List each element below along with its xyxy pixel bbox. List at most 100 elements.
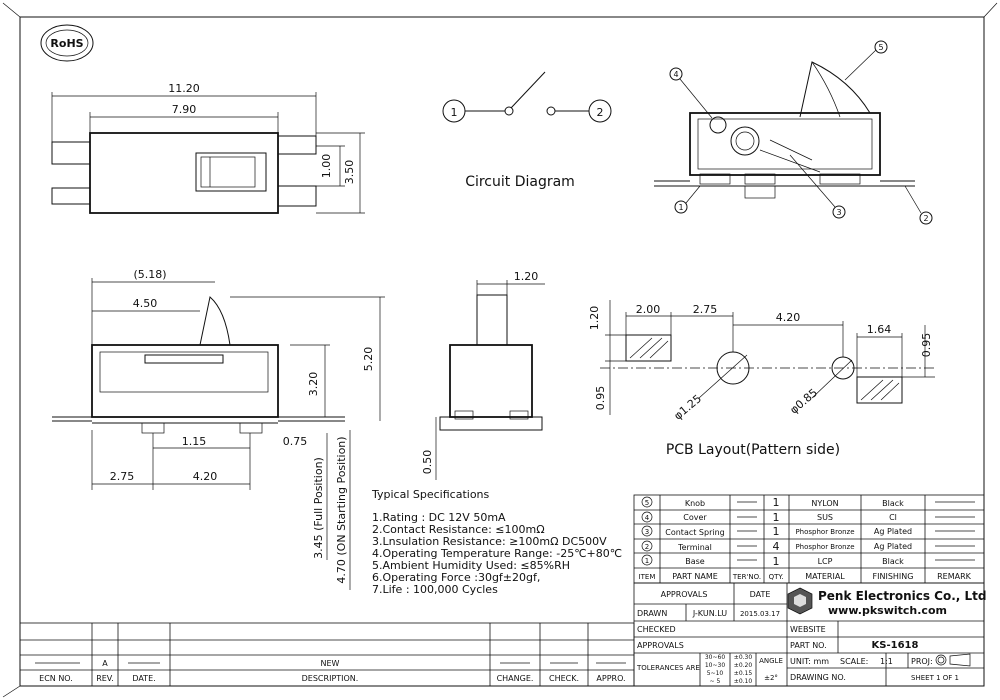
dim-pcb-420: 4.20 [776,311,801,324]
dim-pcb-085: φ0.85 [787,386,820,416]
bom-header-part: PART NAME [672,572,718,581]
spec-line: 5.Ambient Humidity Used: ≤85%RH [372,559,570,572]
bom-finish: Black [882,499,904,508]
bom-header-remark: REMARK [937,572,972,581]
spec-line: 7.Life : 100,000 Cycles [372,583,498,596]
bom-finish: Cl [889,513,897,522]
tb-proj: PROJ: [911,657,933,666]
specs-title: Typical Specifications [371,488,490,501]
dim-pcb-095b: 0.95 [594,386,607,411]
bom-material: SUS [817,513,833,522]
spec-line: 2.Contact Resistance: ≤100mΩ [372,523,545,536]
rev-header-rev: REV. [96,674,114,683]
dim-side-420: 4.20 [193,470,218,483]
dim-pcb-200: 2.00 [636,303,661,316]
bom-finish: Ag Plated [874,527,912,536]
bom-finish: Ag Plated [874,542,912,551]
bom-header-material: MATERIAL [805,572,845,581]
callout-4: 4 [673,70,678,79]
bom-material: LCP [818,557,833,566]
bom-qty: 1 [773,511,780,524]
dim-pcb-125: φ1.25 [671,392,704,422]
bom-qty: 1 [773,525,780,538]
rev-header-description: DESCRIPTION. [302,674,359,683]
circuit-diagram-label: Circuit Diagram [465,174,575,190]
bom-table: 5 Knob 1 NYLON Black 4 Cover 1 SUS Cl 3 … [633,494,985,584]
revision-table: A NEW ECN NO. REV. DATE. DESCRIPTION. CH… [19,622,635,687]
tb-date: DATE [750,590,771,599]
tb-website-url: www.pkswitch.com [828,604,947,617]
callout-3: 3 [836,208,841,217]
circuit-term-2: 2 [597,106,604,119]
tb-part-no-label: PART NO. [790,641,827,650]
callout-2: 2 [923,214,928,223]
dim-side-518: (5.18) [133,268,166,281]
tb-tol-range: 30~60 [705,654,725,661]
tb-tol-range: ~ 5 [710,678,721,685]
dim-side-075: 0.75 [283,435,308,448]
projection-symbol-icon [935,653,971,667]
tb-drawn-by: J-KUN.LU [692,609,727,618]
bom-item: 5 [645,499,649,507]
tb-sheet: SHEET 1 OF 1 [911,674,959,682]
tb-drawn: DRAWN [637,609,667,618]
dim-end-050: 0.50 [421,450,434,475]
dim-top-body: 7.90 [172,103,197,116]
dim-top-knob: 1.00 [320,154,333,179]
tb-website-label: WEBSITE [790,625,826,634]
bom-qty: 1 [773,555,780,568]
rev-header-check: CHECK. [549,674,579,683]
pcb-layout-label: PCB Layout(Pattern side) [666,442,840,458]
spec-line: 1.Rating : DC 12V 50mA [372,511,506,524]
dim-top-total: 11.20 [168,82,200,95]
tb-angle-val: ±2° [764,674,778,682]
rohs-text: RoHS [50,37,83,50]
tb-approvals-2: APPROVALS [637,641,684,650]
rev-header-ecn: ECN NO. [39,674,73,683]
bom-item: 4 [645,514,650,522]
dim-end-120: 1.20 [514,270,539,283]
rev-description: NEW [321,659,340,668]
top-view: 11.20 7.90 1.00 3.50 [51,82,365,214]
dim-side-320: 3.20 [307,372,320,397]
tb-unit: UNIT: mm [790,657,829,666]
dim-pcb-120: 1.20 [588,306,601,331]
dim-side-520: 5.20 [362,347,375,372]
bom-material: Phosphor Bronze [795,528,854,536]
bom-item: 1 [645,557,649,565]
penk-logo-icon [787,587,813,615]
specifications: Typical Specifications 1.Rating : DC 12V… [371,488,622,596]
spec-line: 3.Lnsulation Resistance: ≥100mΩ DC500V [372,535,607,548]
tb-tolerances: TOLERANCES ARE [636,664,700,672]
tb-tol-range: 5~10 [707,670,724,677]
tb-scale: SCALE: [840,657,868,666]
spec-line: 6.Operating Force :30gf±20gf, [372,571,540,584]
rohs-logo: RoHS [40,24,94,62]
bom-part: Knob [685,499,705,508]
tb-company: Penk Electronics Co., Ltd [818,589,987,603]
tb-angle: ANGLE [759,657,783,665]
tb-checked: CHECKED [637,625,676,634]
bom-material: Phosphor Bronze [795,543,854,551]
dim-top-height: 3.50 [343,160,356,185]
tb-tol-value: ±0.15 [734,670,753,677]
tb-tol-value: ±0.10 [734,678,753,685]
dim-pcb-164: 1.64 [867,323,892,336]
tb-tol-value: ±0.30 [734,654,753,661]
dim-pcb-095a: 0.95 [920,333,933,358]
bom-part: Contact Spring [665,528,724,537]
rev-header-change: CHANGE. [497,674,534,683]
bom-part: Base [685,557,705,566]
dim-pcb-275: 2.75 [693,303,718,316]
tb-tol-value: ±0.20 [734,662,753,669]
bom-finish: Black [882,557,904,566]
bom-item: 3 [645,528,649,536]
dim-side-275: 2.75 [110,470,135,483]
callout-5: 5 [878,43,883,52]
callout-1: 1 [678,203,683,212]
end-view: 1.20 0.50 [421,270,545,480]
bom-header-finish: FINISHING [873,572,914,581]
dim-side-115: 1.15 [182,435,207,448]
title-block: APPROVALS DATE DRAWN J-KUN.LU 2015.03.17… [633,582,987,687]
